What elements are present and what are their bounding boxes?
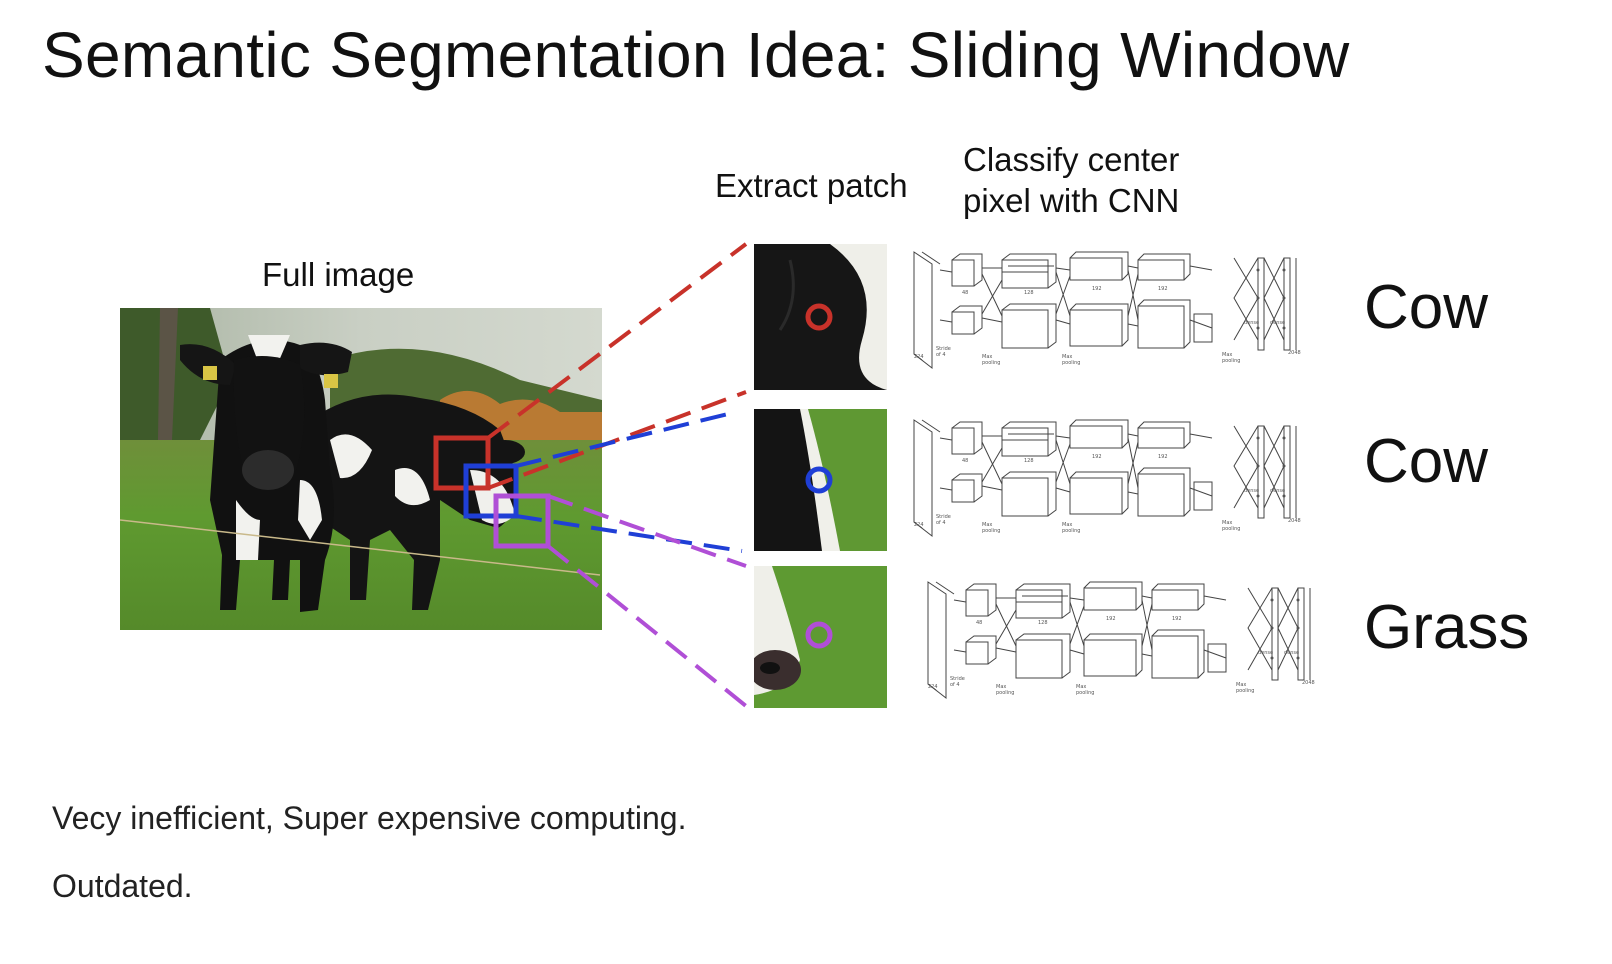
cnn-diagram-3 — [927, 581, 1316, 699]
slide-title: Semantic Segmentation Idea: Sliding Wind… — [42, 19, 1350, 91]
prediction-2-label: Cow — [1364, 427, 1489, 496]
full-image-label: Full image — [262, 256, 415, 293]
patch-1-image — [754, 244, 887, 390]
blue-connector-bottom — [515, 514, 743, 553]
extract-patch-label: Extract patch — [715, 167, 908, 204]
note-inefficient: Vecy inefficient, Super expensive comput… — [52, 800, 687, 836]
red-window-box — [433, 435, 491, 491]
purple-window-box — [493, 493, 551, 549]
full-image-photo — [120, 308, 602, 630]
patch-3-center-marker — [805, 621, 833, 649]
patch-1-center-marker — [805, 303, 833, 331]
prediction-1-label: Cow — [1364, 273, 1489, 342]
prediction-3-label: Grass — [1364, 593, 1530, 662]
classify-label-line1: Classify center — [963, 141, 1180, 178]
patch-2-image — [754, 409, 887, 551]
red-connector-bottom — [487, 390, 747, 490]
purple-connector-bottom — [546, 544, 748, 708]
cnn-diagram-2 — [913, 419, 1302, 537]
cnn-diagram-1 — [913, 251, 1302, 369]
classify-label-line2: pixel with CNN — [963, 182, 1180, 219]
note-outdated: Outdated. — [52, 868, 193, 904]
patch-3-image — [754, 566, 887, 708]
patch-2-center-marker — [805, 466, 833, 494]
purple-connector-top — [547, 494, 747, 568]
blue-window-box — [463, 463, 519, 519]
red-connector-top — [486, 242, 748, 440]
